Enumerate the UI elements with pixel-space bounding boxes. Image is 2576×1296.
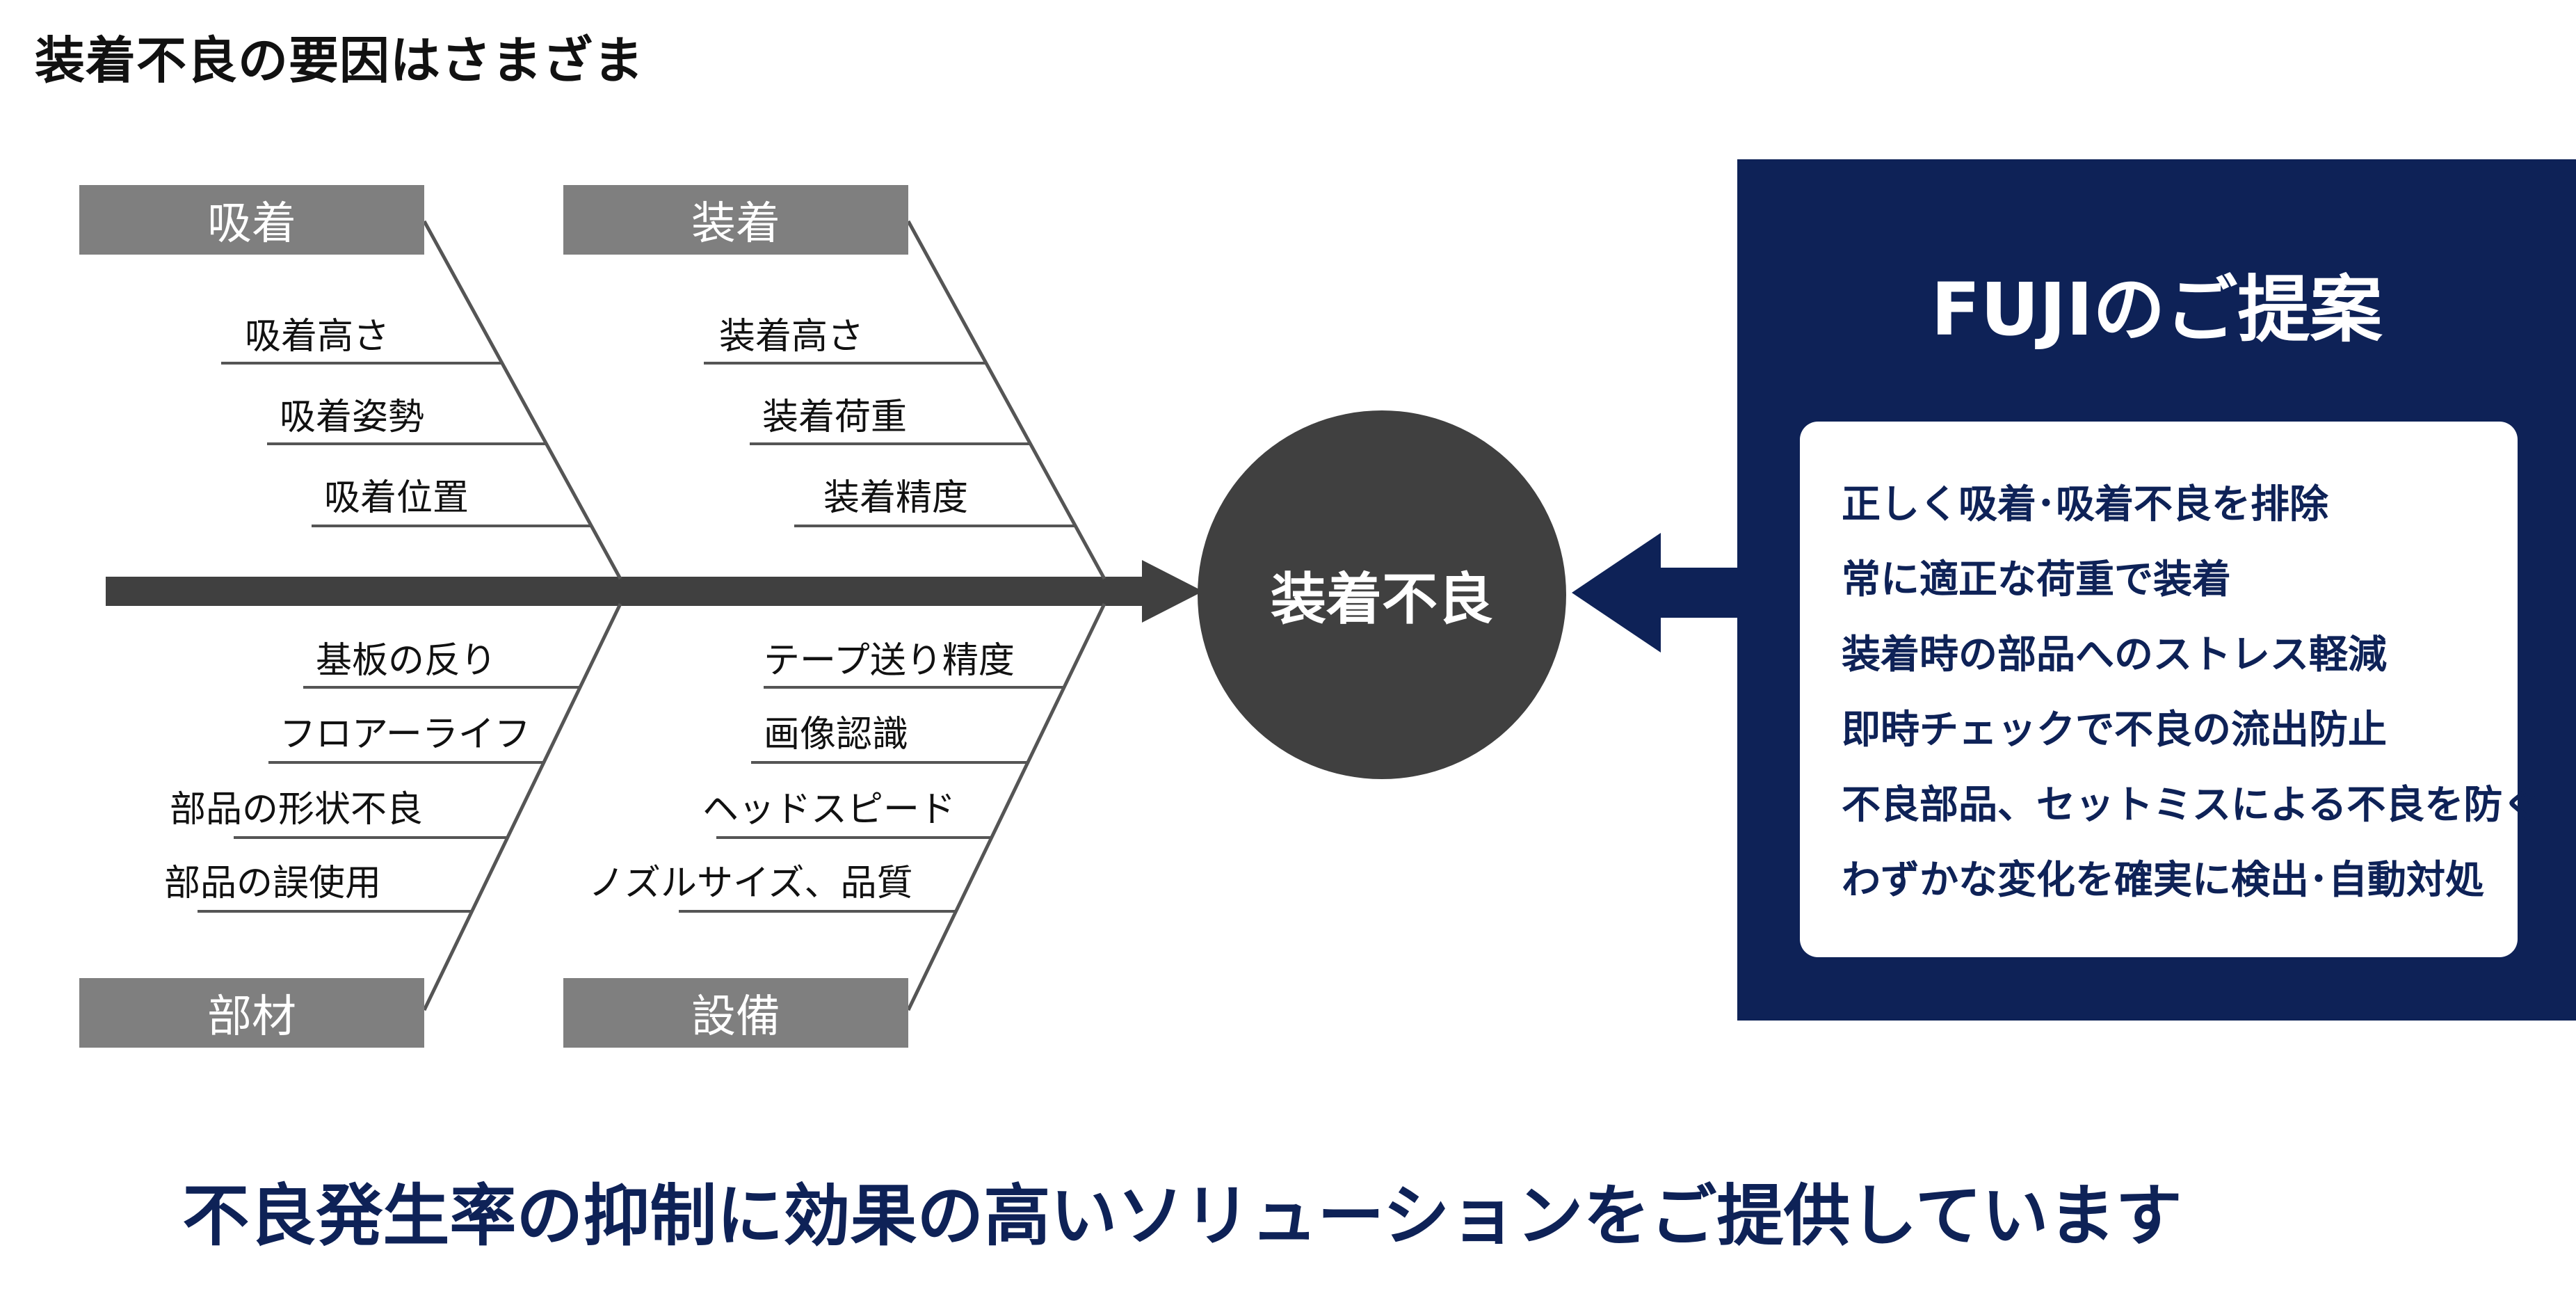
bone-suction — [422, 220, 622, 580]
factor-label: 部品の誤使用 — [164, 863, 382, 904]
spine — [106, 577, 1156, 606]
category-material: 部材 — [79, 978, 424, 1048]
proposal-item: 装着時の部品へのストレス軽減 — [1842, 632, 2387, 678]
spine-arrowhead — [1142, 560, 1203, 623]
category-equipment: 設備 — [563, 978, 908, 1048]
factor-label: ヘッドスピード — [702, 789, 956, 831]
factor-label: ノズルサイズ、品質 — [588, 863, 913, 904]
proposal-item: わずかな変化を確実に検出･自動対処 — [1842, 858, 2484, 903]
factor-label: フロアーライフ — [280, 714, 531, 755]
factor-label: 画像認識 — [764, 714, 909, 755]
category-mounting: 装着 — [563, 185, 908, 255]
factor-label: テープ送り精度 — [764, 640, 1015, 682]
factor-label: 吸着位置 — [324, 477, 469, 519]
bone-equipment — [906, 602, 1106, 1011]
proposal-item: 不良部品、セットミスによる不良を防ぐ — [1842, 783, 2542, 828]
arrow-left-icon — [1572, 533, 1739, 653]
proposal-title: FUJIのご提案 — [1931, 267, 2383, 352]
proposal-item: 正しく吸着･吸着不良を排除 — [1842, 482, 2328, 527]
effect-circle: 装着不良 — [1198, 410, 1566, 779]
bone-material — [422, 602, 622, 1011]
bone-mounting — [906, 220, 1106, 580]
factor-label: 装着精度 — [823, 477, 969, 519]
factor-label: 基板の反り — [316, 640, 497, 682]
proposal-item: 即時チェックで不良の流出防止 — [1842, 707, 2387, 753]
factor-label: 吸着姿勢 — [280, 397, 425, 438]
factor-label: 吸着高さ — [245, 316, 390, 358]
factor-label: 装着荷重 — [762, 397, 908, 438]
proposal-item: 常に適正な荷重で装着 — [1842, 557, 2231, 602]
factor-label: 部品の形状不良 — [170, 789, 424, 831]
category-suction: 吸着 — [79, 185, 424, 255]
factor-label: 装着高さ — [719, 316, 864, 358]
bottom-message: 不良発生率の抑制に効果の高いソリューションをご提供しています — [182, 1177, 2182, 1255]
page-title: 装着不良の要因はさまざま — [35, 31, 645, 90]
proposal-card — [1800, 422, 2518, 957]
